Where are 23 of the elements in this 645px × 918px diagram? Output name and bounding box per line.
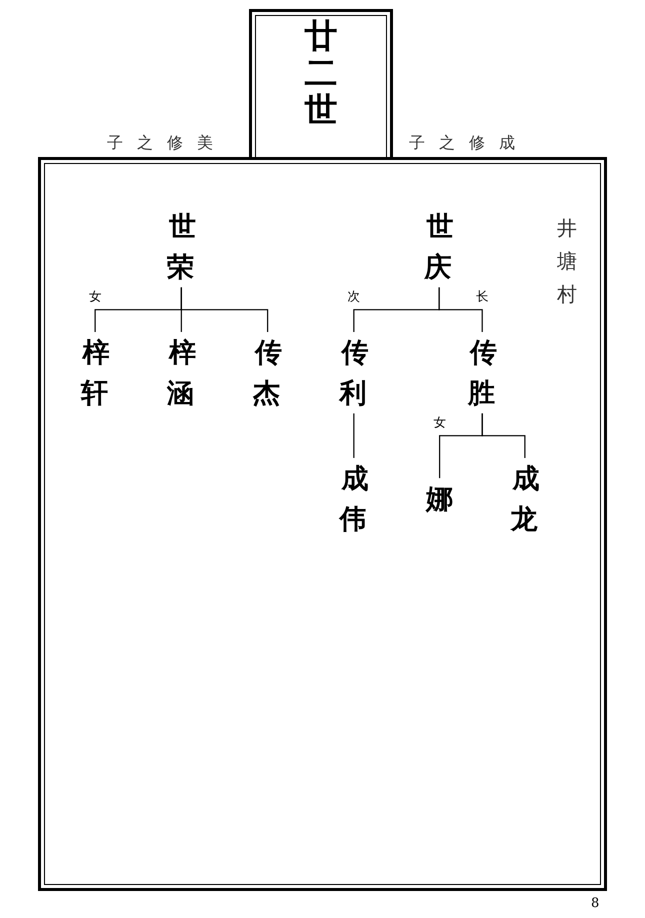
place-name: 井塘村: [556, 215, 578, 308]
lineage-note: 子之修成: [409, 133, 529, 154]
node-text: 传胜: [468, 336, 497, 409]
node-text: 成伟: [339, 462, 368, 535]
connector: [482, 413, 526, 458]
node-text: 梓轩: [80, 336, 110, 409]
connector: [180, 287, 268, 332]
connector: [438, 287, 483, 332]
lineage-note: 子之修美: [107, 133, 227, 154]
connector: [353, 413, 354, 458]
edge-label: 女: [88, 290, 102, 304]
node-text: 世荣: [166, 210, 196, 283]
node-text: 传利: [339, 336, 368, 409]
edge-label: 长: [476, 290, 488, 304]
node-text: 成龙: [510, 462, 540, 535]
node-text: 世庆: [424, 210, 454, 283]
edge-label: 女: [433, 416, 446, 430]
node-text: 娜: [426, 482, 454, 514]
page-number: 8: [591, 896, 600, 911]
generation-title: 廿二世: [304, 17, 338, 128]
edge-label: 次: [348, 290, 360, 304]
node-text: 传杰: [253, 336, 282, 409]
node-text: 梓涵: [166, 336, 196, 409]
